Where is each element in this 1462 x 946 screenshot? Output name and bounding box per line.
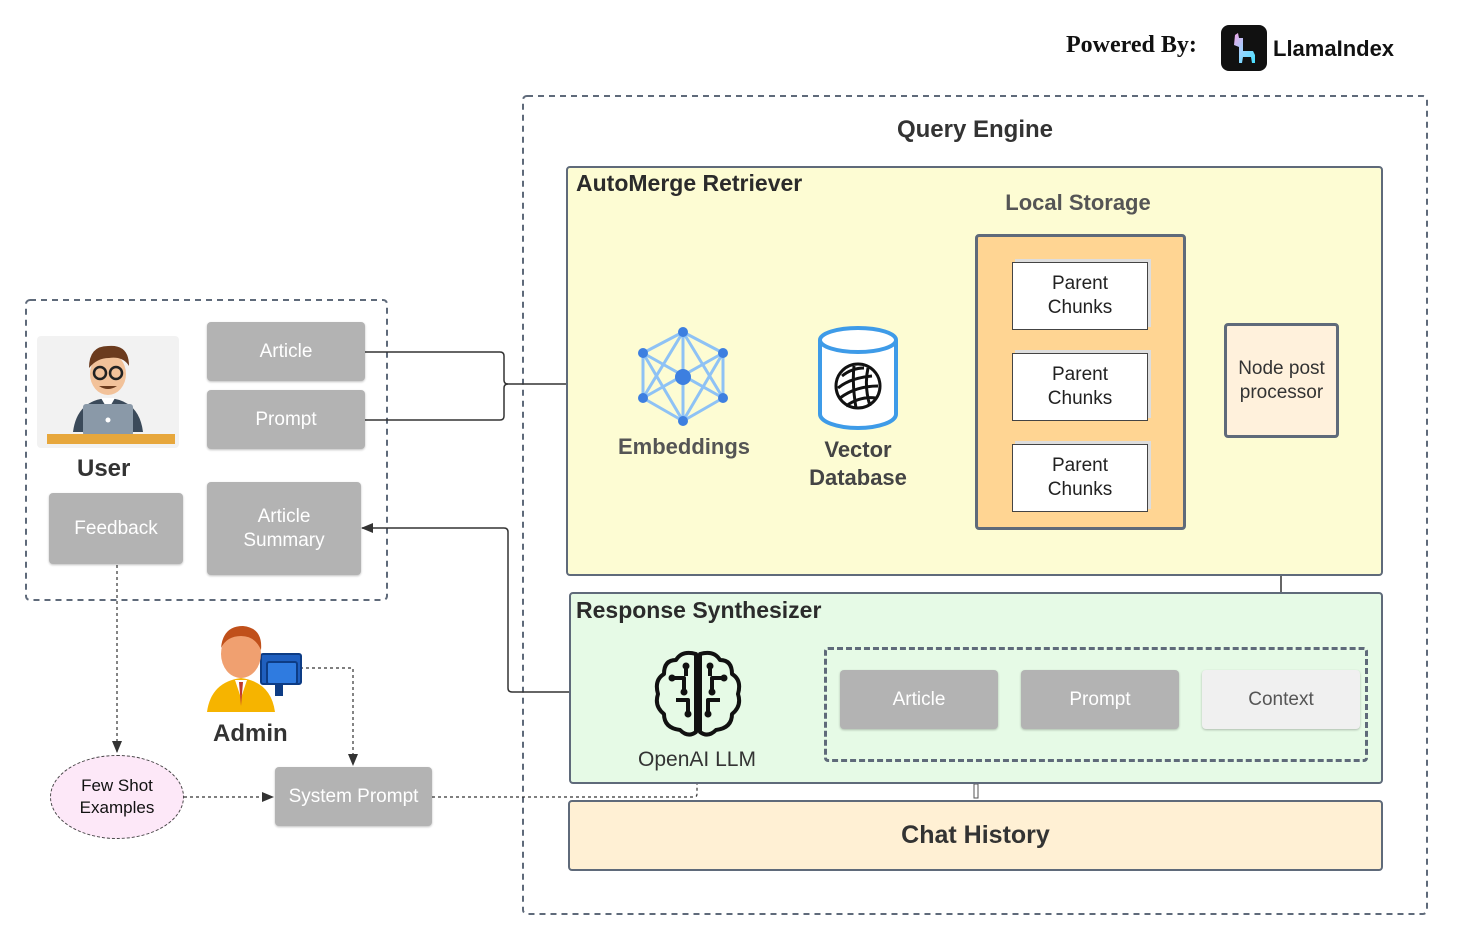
brain-chip-icon <box>652 648 744 738</box>
user-prompt-box: Prompt <box>207 390 365 449</box>
admin-icon <box>205 622 305 714</box>
powered-by-label: Powered By: <box>1066 32 1197 58</box>
user-label: User <box>77 455 131 482</box>
llamaindex-logo-icon <box>1221 25 1267 71</box>
user-panel-frame <box>25 299 388 601</box>
user-article-box: Article <box>207 322 365 381</box>
system-prompt-box: System Prompt <box>275 767 432 826</box>
synthesizer-title: Response Synthesizer <box>576 597 822 623</box>
feedback-box: Feedback <box>49 493 183 564</box>
retriever-title: AutoMerge Retriever <box>576 170 803 196</box>
article-summary-box: Article Summary <box>207 482 361 575</box>
openai-llm-label: OpenAI LLM <box>638 748 756 771</box>
embeddings-icon <box>634 326 732 428</box>
brand-name: LlamaIndex <box>1273 36 1395 61</box>
chat-history-box: Chat History <box>568 800 1383 871</box>
local-storage-title: Local Storage <box>1005 190 1151 215</box>
parent-chunk: Parent Chunks <box>1012 353 1148 421</box>
vector-database-label: Vector Database <box>809 437 907 490</box>
query-engine-title: Query Engine <box>896 116 1054 143</box>
vector-database-icon <box>816 324 900 432</box>
few-shot-examples-node: Few Shot Examples <box>50 755 184 839</box>
admin-label: Admin <box>213 720 288 747</box>
parent-chunk: Parent Chunks <box>1012 444 1148 512</box>
synth-context-box: Context <box>1202 670 1360 729</box>
embeddings-label: Embeddings <box>617 434 750 459</box>
parent-chunk: Parent Chunks <box>1012 262 1148 330</box>
node-post-processor-box: Node post processor <box>1224 323 1339 438</box>
user-avatar-icon <box>37 336 179 448</box>
synth-prompt-box: Prompt <box>1021 670 1179 729</box>
query-engine-frame <box>522 95 1428 915</box>
synthesizer-inputs-group <box>824 647 1368 762</box>
synth-article-box: Article <box>840 670 998 729</box>
